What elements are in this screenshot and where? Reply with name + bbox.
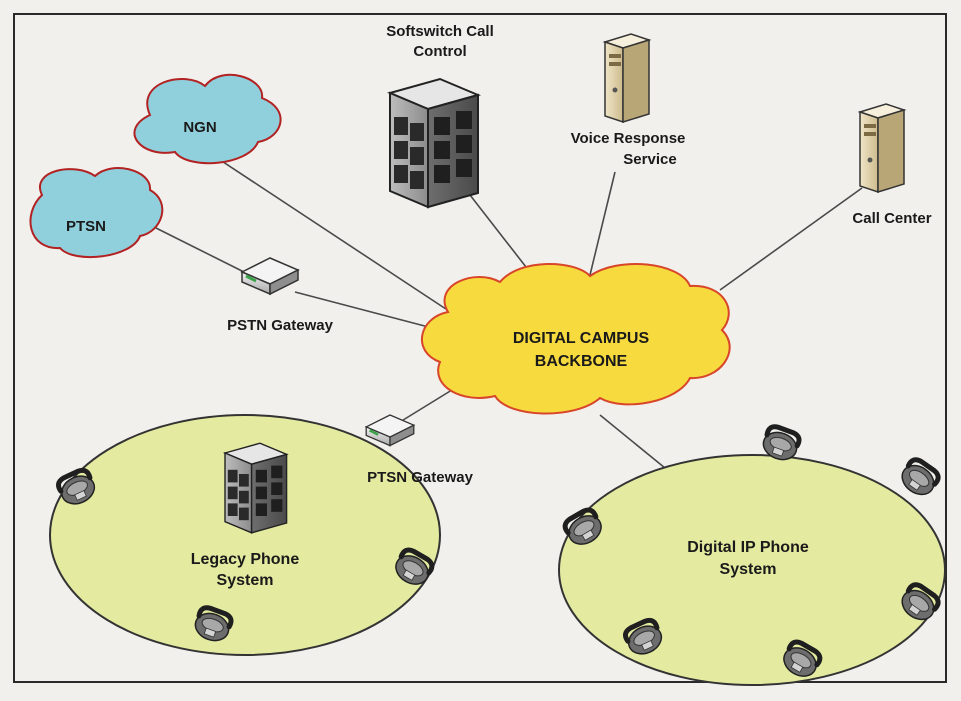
voice-response-label-line1: Voice Response — [571, 130, 686, 147]
link-ptsn-gateway — [149, 224, 251, 276]
softswitch-label-line1: Softswitch Call — [386, 23, 494, 40]
call-center-label: Call Center — [852, 210, 931, 227]
ptsn-cloud: PTSN — [29, 167, 164, 259]
backbone-label-line1: DIGITAL CAMPUS — [513, 330, 650, 347]
call-center: Call Center — [852, 103, 932, 227]
legacy-server-icon — [224, 442, 288, 534]
legacy-label-line2: System — [217, 572, 274, 589]
link-callcenter-backbone — [719, 187, 863, 291]
link-gateway-backbone — [294, 291, 441, 331]
softswitch-server-icon — [389, 78, 479, 208]
voice-response-service: Voice Response Service — [571, 33, 686, 168]
ip-system-label-line1: Digital IP Phone — [687, 539, 809, 556]
digital-campus-backbone: DIGITAL CAMPUS BACKBONE — [421, 262, 731, 415]
ptsn-gateway-icon — [364, 413, 416, 447]
ptsn-gateway: PTSN Gateway — [364, 413, 474, 486]
ngn-label: NGN — [183, 119, 216, 136]
ip-system-label-line2: System — [720, 561, 777, 578]
voice-response-label-line2: Service — [623, 151, 676, 168]
backbone-label-line2: BACKBONE — [535, 353, 628, 370]
call-center-pc-icon — [859, 103, 905, 193]
softswitch-label-line2: Control — [413, 43, 466, 60]
pstn-gateway-icon — [240, 256, 300, 296]
digital-ip-phone-system: Digital IP Phone System — [562, 424, 942, 682]
ptsn-cloud-label: PTSN — [66, 218, 106, 235]
legacy-phone-system: Legacy Phone System — [55, 442, 435, 645]
link-backbone-ip-system — [599, 414, 666, 469]
pstn-gateway-label: PSTN Gateway — [227, 317, 334, 334]
phone-icon — [897, 456, 942, 500]
ngn-cloud: NGN — [133, 73, 282, 165]
pstn-gateway: PSTN Gateway — [227, 256, 334, 334]
voice-response-pc-icon — [604, 33, 650, 123]
legacy-label-line1: Legacy Phone — [191, 551, 300, 568]
link-backbone-ptsn-gateway — [394, 384, 461, 426]
ptsn-gateway-label: PTSN Gateway — [367, 469, 474, 486]
softswitch-call-control: Softswitch Call Control — [386, 23, 494, 208]
link-voice-backbone — [589, 171, 616, 276]
diagram-frame — [13, 13, 947, 683]
legacy-phone-system-area — [49, 414, 441, 656]
link-ngn-backbone — [204, 149, 456, 316]
